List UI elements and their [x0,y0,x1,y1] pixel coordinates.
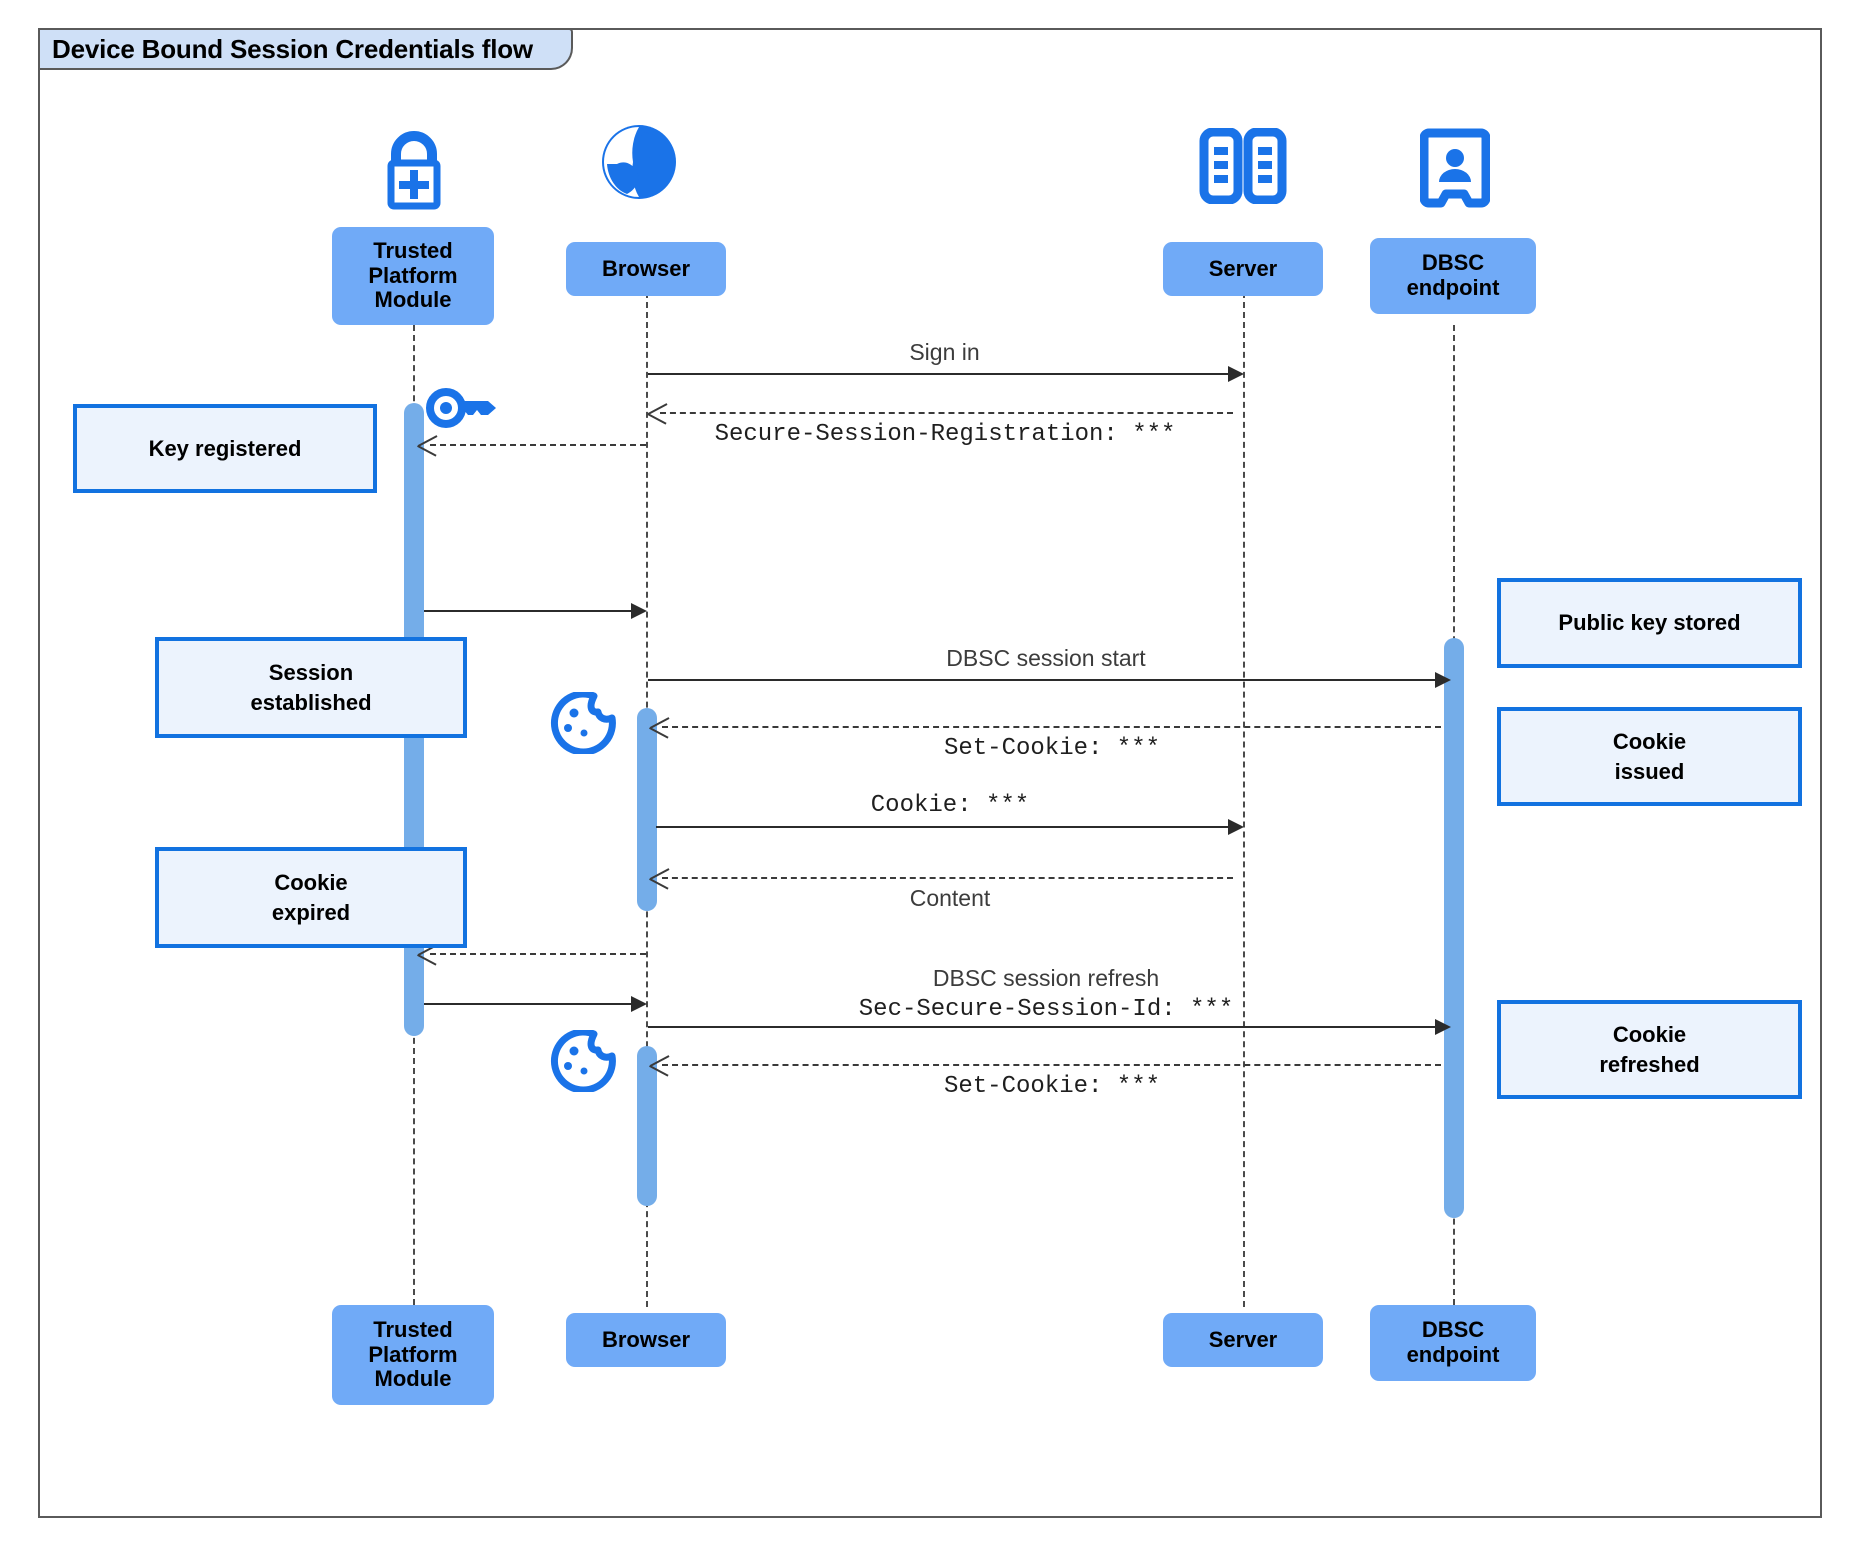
message-line-dbsc-session-start [648,679,1441,681]
message-label-sign-in: Sign in [909,339,980,365]
note-label: Cookie issued [1612,728,1687,784]
message-label-secure-session-registration: Secure-Session-Registration: *** [714,421,1176,448]
note-cookie-refreshed: Cookie refreshed [1497,1000,1802,1099]
participant-dbsc-top[interactable]: DBSC endpoint [1370,238,1536,314]
arrowhead-dbsc-session-refresh [1435,1019,1451,1035]
activation-browser-2 [637,1046,657,1206]
note-cookie-issued: Cookie issued [1497,707,1802,806]
participant-label: Server [1208,255,1278,281]
key-icon [424,385,500,431]
arrowhead-cookie-1 [1228,819,1244,835]
message-line-dbsc-session-refresh [648,1026,1441,1028]
participant-server-top[interactable]: Server [1163,242,1323,296]
participant-label: DBSC endpoint [1406,1317,1500,1367]
message-line-sign-in [648,373,1233,375]
message-label-dbsc-session-start: DBSC session start [946,645,1146,671]
arrowhead-sign-in [1228,366,1244,382]
server-racks-icon [1199,127,1287,205]
note-label: Cookie refreshed [1599,1021,1700,1077]
diagram-frame-title: Device Bound Session Credentials flow [38,28,549,70]
arrowhead-set-cookie-1 [650,717,670,737]
message-label-dbsc-session-refresh: DBSC session refresh [932,965,1160,991]
arrowhead-set-cookie-2 [650,1055,670,1075]
note-cookie-expired: Cookie expired [155,847,467,948]
id-badge-icon [1419,128,1491,208]
message-label-cookie-1: Cookie: *** [870,792,1030,819]
arrowhead-dbsc-session-start [1435,672,1451,688]
note-session-established: Session established [155,637,467,738]
message-line-tpm-to-browser-key [424,610,636,612]
activation-dbsc [1444,638,1464,1218]
note-label: Key registered [148,435,302,461]
arrowhead-tpm-to-browser-key [631,603,647,619]
message-line-set-cookie-1 [662,726,1441,728]
message-line-content [662,877,1233,879]
message-line-browser-to-tpm-refresh [430,953,646,955]
note-label: Public key stored [1558,610,1741,636]
cookie-icon [550,690,616,756]
participant-label: Trusted Platform Module [368,238,458,313]
note-label: Session established [250,659,372,715]
message-line-tpm-to-browser-refresh [424,1003,636,1005]
arrowhead-browser-to-tpm-register [418,435,438,455]
globe-icon [597,120,681,204]
participant-browser-top[interactable]: Browser [566,242,726,296]
participant-label: DBSC endpoint [1406,250,1500,300]
lifeline-server [1243,282,1245,1307]
participant-label: Browser [601,255,691,281]
message-line-secure-session-registration [660,412,1233,414]
frame-title-notch [547,28,573,70]
participant-label: Browser [601,1326,691,1352]
cookie-icon [550,1028,616,1094]
participant-tpm-bottom[interactable]: Trusted Platform Module [332,1305,494,1405]
lock-plus-icon [370,124,458,212]
message-line-cookie-1 [656,826,1233,828]
message-label-sec-secure-session-id: Sec-Secure-Session-Id: *** [858,996,1234,1023]
message-line-browser-to-tpm-register [430,444,646,446]
participant-label: Server [1208,1326,1278,1352]
arrowhead-secure-session-registration [648,403,668,423]
note-public-key-stored: Public key stored [1497,578,1802,668]
participant-tpm-top[interactable]: Trusted Platform Module [332,227,494,325]
arrowhead-tpm-to-browser-refresh [631,996,647,1012]
note-key-registered: Key registered [73,404,377,493]
participant-browser-bottom[interactable]: Browser [566,1313,726,1367]
message-label-set-cookie-1: Set-Cookie: *** [943,735,1161,762]
participant-dbsc-bottom[interactable]: DBSC endpoint [1370,1305,1536,1381]
message-label-set-cookie-2: Set-Cookie: *** [943,1073,1161,1100]
message-line-set-cookie-2 [662,1064,1441,1066]
message-label-content: Content [909,885,991,911]
participant-label: Trusted Platform Module [368,1317,458,1392]
note-label: Cookie expired [271,869,351,925]
activation-browser-1 [637,708,657,911]
participant-server-bottom[interactable]: Server [1163,1313,1323,1367]
